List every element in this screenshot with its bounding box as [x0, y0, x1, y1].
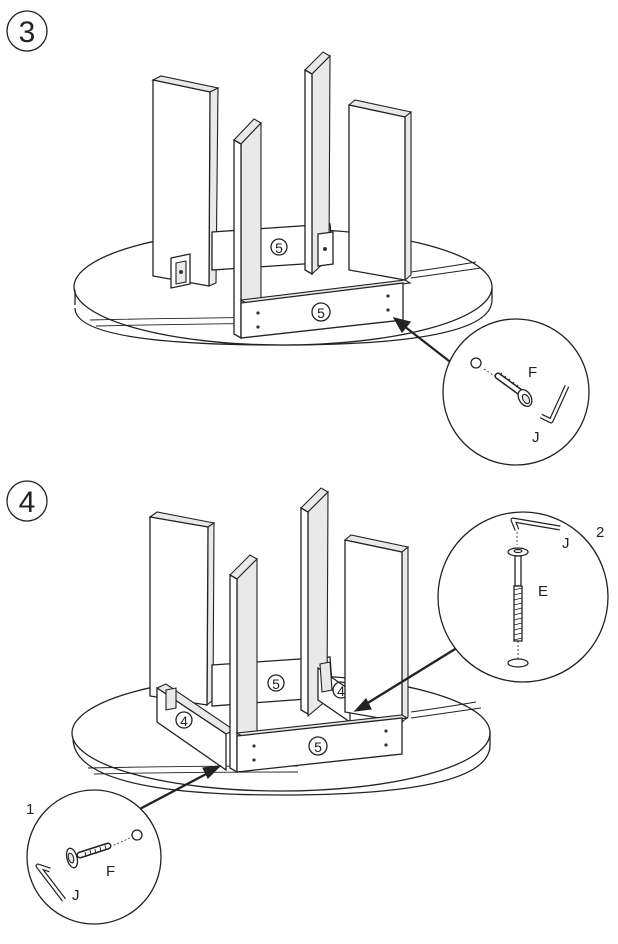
step-3: 3 5	[6, 10, 590, 466]
step-3-badge: 3	[6, 10, 48, 52]
step-4-leg-back-left	[148, 511, 216, 707]
step-4-callout-2: 2 J E	[437, 511, 609, 683]
step-4-front-rail-label: 5	[314, 739, 322, 755]
step-4-back-rail-label: 5	[272, 676, 280, 692]
step-3-part-j-label: J	[532, 429, 540, 446]
hex-key-j-icon	[539, 384, 570, 424]
bolt-f-icon	[494, 372, 533, 408]
step-4: 4 5	[6, 480, 609, 925]
step-3-front-rail-label: 5	[317, 305, 325, 321]
step-4-leg-back-right	[300, 487, 329, 718]
hex-key-j-icon	[35, 863, 66, 902]
step-4-arrow-2	[353, 644, 461, 712]
step-3-leg-back-left	[151, 75, 220, 289]
step-4-arrow-1	[133, 765, 222, 814]
step-4-callout-1: 1 F J	[26, 789, 162, 925]
bolt-f-icon	[65, 842, 112, 869]
step-3-bracket-left	[170, 253, 191, 289]
step-4-side-rail-right-label: 4	[337, 683, 345, 699]
step-4-callout-2-part-e-label: E	[538, 583, 548, 600]
step-3-bracket-right	[317, 231, 334, 267]
step-4-side-rail-left-label: 4	[180, 713, 188, 729]
step-4-callout-1-number: 1	[26, 801, 34, 818]
step-4-leg-front-right	[343, 534, 410, 724]
step-3-leg-back-right	[304, 51, 334, 276]
step-3-arrow	[392, 317, 459, 369]
step-3-number: 3	[19, 16, 36, 49]
step-4-number: 4	[19, 486, 36, 519]
step-4-badge: 4	[6, 480, 48, 522]
step-3-part-f-label: F	[528, 364, 537, 381]
step-4-callout-1-part-j-label: J	[72, 887, 80, 904]
step-4-callout-2-number: 2	[596, 524, 604, 541]
hex-key-j-icon	[510, 517, 561, 545]
step-4-callout-1-part-f-label: F	[106, 863, 115, 880]
step-3-leg-front-right	[347, 99, 413, 282]
step-4-front-rail: 5	[235, 714, 409, 773]
step-4-callout-2-part-j-label: J	[562, 535, 570, 552]
dowel-hole	[131, 829, 143, 841]
dowel-hole	[470, 357, 482, 369]
bolt-e-icon	[507, 547, 529, 668]
step-3-back-rail-label: 5	[275, 240, 283, 256]
step-3-callout: F J	[442, 318, 590, 466]
